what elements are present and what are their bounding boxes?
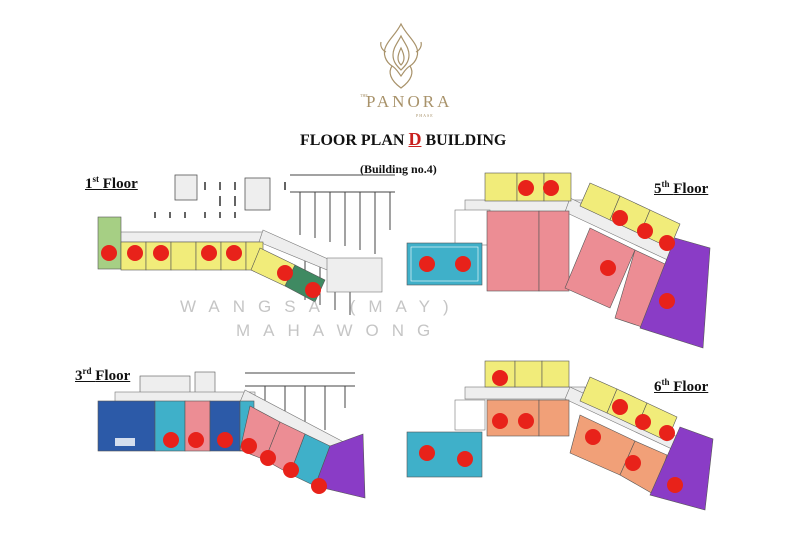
plan-floor-1 — [97, 174, 395, 315]
floor-label-5: 5th Floor — [654, 179, 709, 197]
brand-prefix: THE — [360, 93, 368, 98]
plan-floor-3 — [97, 371, 366, 499]
page-title: FLOOR PLAN D BUILDING — [300, 129, 506, 150]
watermark-line-1: WANGSA (MAY) — [180, 297, 462, 316]
title-suffix: BUILDING — [425, 132, 507, 149]
panora-emblem-logo — [380, 22, 422, 89]
brand-sub: PHASE — [416, 113, 434, 118]
floor-label-1: 1st Floor — [85, 174, 138, 192]
title-prefix: FLOOR PLAN — [300, 132, 405, 149]
brand-name: PANORA — [366, 92, 453, 111]
watermark-line-2: MAHAWONG — [236, 321, 444, 340]
plan-floor-5 — [406, 172, 711, 349]
floor-label-6: 6th Floor — [654, 377, 709, 395]
floor-label-3: 3rd Floor — [75, 366, 131, 384]
plan-floor-6 — [406, 360, 714, 511]
title-letter: D — [408, 129, 422, 149]
page-subtitle: (Building no.4) — [360, 162, 437, 176]
